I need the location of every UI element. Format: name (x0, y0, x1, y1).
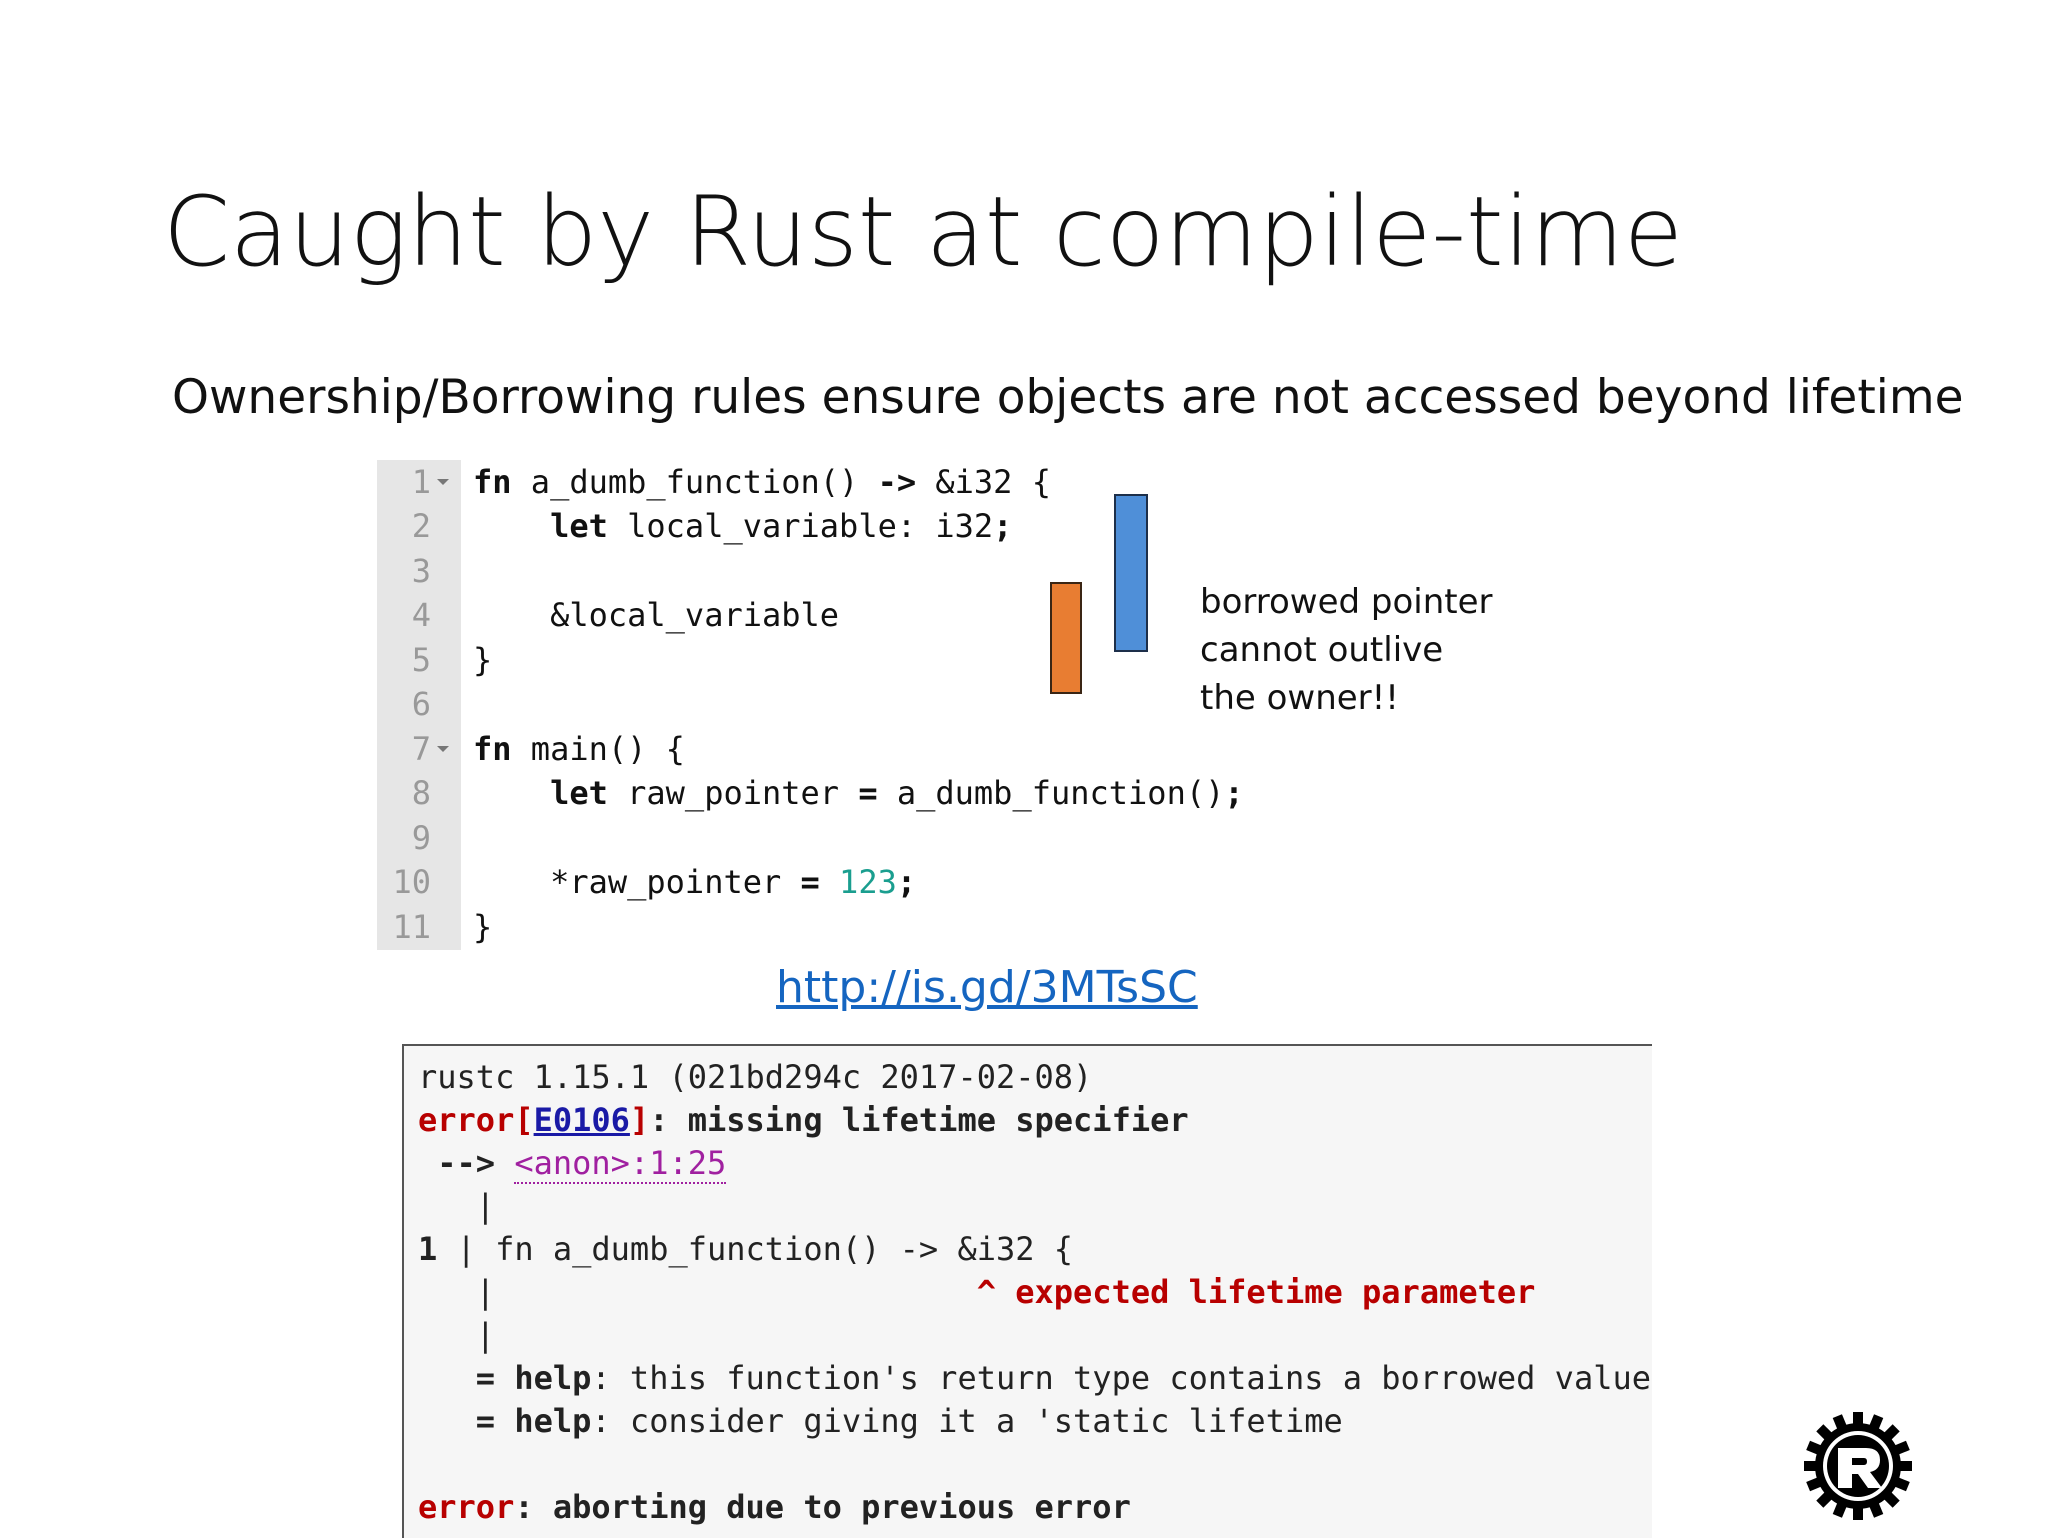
code-text: local_variable: i32 (607, 507, 994, 545)
code-symbol: = (858, 774, 878, 812)
rust-logo-icon (1804, 1412, 1912, 1520)
slide-title: Caught by Rust at compile-time (163, 176, 1683, 288)
error-code-link[interactable]: E0106 (533, 1101, 630, 1139)
fold-arrow-icon[interactable] (437, 479, 449, 485)
error-location: --> <anon>:1:25 (418, 1142, 727, 1185)
code-text: a_dumb_function() (511, 463, 878, 501)
caret-line: | ^ expected lifetime parameter (418, 1271, 1536, 1314)
code-indent (473, 507, 550, 545)
line-number: 8 (411, 774, 431, 812)
compiler-output: rustc 1.15.1 (021bd294c 2017-02-08) erro… (402, 1044, 1652, 1538)
gutter-pipe: | (418, 1273, 496, 1311)
code-line-8: let raw_pointer = a_dumb_function(); (473, 771, 1244, 815)
borrow-lifetime-bar (1050, 582, 1082, 694)
code-symbol: -> (877, 463, 917, 501)
final-error: error: aborting due to previous error (418, 1486, 1131, 1529)
error-message: : missing lifetime specifier (649, 1101, 1189, 1139)
error-header: error[E0106]: missing lifetime specifier (418, 1099, 1189, 1142)
source-code: fn a_dumb_function() -> &i32 { (495, 1230, 1074, 1268)
source-line-number: 1 (418, 1230, 438, 1268)
code-text: a_dumb_function() (877, 774, 1225, 812)
gutter-pipe: | (418, 1316, 496, 1354)
source-location-link[interactable]: <anon>:1:25 (514, 1144, 727, 1184)
help-text: : this function's return type contains a… (591, 1359, 1652, 1397)
code-line-10: *raw_pointer = 123; (473, 860, 916, 904)
help-equals: = (418, 1402, 515, 1440)
caret-message: ^ expected lifetime parameter (976, 1273, 1536, 1311)
line-number: 2 (411, 507, 431, 545)
help-line-1: = help: this function's return type cont… (418, 1357, 1652, 1400)
code-symbol: ; (896, 863, 917, 901)
help-equals: = (418, 1359, 515, 1397)
slide-subtitle: Ownership/Borrowing rules ensure objects… (172, 370, 1964, 425)
annotation-line: the owner!! (1200, 678, 1399, 718)
code-indent (473, 774, 550, 812)
keyword: let (550, 774, 608, 812)
error-label: error (418, 1101, 515, 1139)
number-literal: 123 (839, 863, 897, 901)
line-number: 4 (411, 596, 431, 634)
keyword: let (550, 507, 608, 545)
code-symbol: ; (1224, 774, 1244, 812)
help-label: help (514, 1359, 592, 1397)
line-number: 7 (411, 730, 431, 768)
line-number: 5 (411, 641, 431, 679)
code-text: &i32 { (916, 463, 1051, 501)
line-number: 6 (411, 685, 431, 723)
help-text: : consider giving it a 'static lifetime (591, 1402, 1343, 1440)
code-line-4: &local_variable (473, 596, 840, 634)
code-text: *raw_pointer (473, 863, 801, 901)
line-number: 10 (392, 863, 431, 901)
code-text: main() { (511, 730, 685, 768)
error-label: error (418, 1488, 515, 1526)
code-line-1: fn a_dumb_function() -> &i32 { (473, 460, 1051, 504)
code-line-5: } (473, 641, 493, 679)
line-number: 11 (392, 908, 431, 946)
code-editor: 1 2 3 4 5 6 7 8 9 10 11 fn a_dumb_functi… (377, 460, 1377, 950)
bracket: ] (629, 1101, 650, 1139)
code-text (820, 863, 839, 901)
gutter-pipe: | (418, 1187, 496, 1225)
error-message: : aborting due to previous error (514, 1488, 1131, 1526)
source-line: 1 | fn a_dumb_function() -> &i32 { (418, 1228, 1073, 1271)
line-number: 1 (411, 463, 431, 501)
help-label: help (514, 1402, 592, 1440)
annotation-text: borrowed pointer cannot outlive the owne… (1200, 578, 1493, 722)
code-text: raw_pointer (607, 774, 859, 812)
code-line-2: let local_variable: i32; (473, 504, 1012, 548)
keyword: fn (473, 730, 512, 768)
code-line-7: fn main() { (473, 727, 685, 771)
code-symbol: ; (993, 507, 1013, 545)
code-line-11: } (473, 908, 493, 946)
help-line-2: = help: consider giving it a 'static lif… (418, 1400, 1343, 1443)
line-number: 9 (411, 819, 431, 857)
line-number-gutter: 1 2 3 4 5 6 7 8 9 10 11 (377, 460, 461, 950)
fold-arrow-icon[interactable] (437, 746, 449, 752)
playground-link[interactable]: http://is.gd/3MTsSC (776, 962, 1198, 1013)
arrow: --> (418, 1144, 496, 1182)
keyword: fn (473, 463, 512, 501)
code-symbol: = (800, 863, 820, 901)
rustc-version: rustc 1.15.1 (021bd294c 2017-02-08) (418, 1058, 1093, 1096)
annotation-line: borrowed pointer (1200, 582, 1493, 622)
line-number: 3 (411, 552, 431, 590)
gutter-separator: | (437, 1230, 496, 1268)
bracket: [ (514, 1101, 534, 1139)
annotation-line: cannot outlive (1200, 630, 1444, 670)
owner-lifetime-bar (1114, 494, 1148, 652)
